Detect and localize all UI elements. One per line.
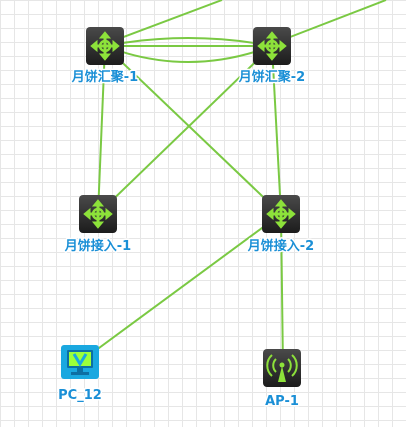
link-agg1-agg2-curve-2[interactable] — [104, 45, 273, 63]
node-label-agg1: 月饼汇聚-1 — [71, 69, 138, 85]
wireless-ap-icon — [266, 354, 298, 382]
node-label-acc1: 月饼接入-1 — [64, 238, 131, 254]
node-switch-acc2[interactable]: 月饼接入-2 — [245, 195, 316, 256]
node-switch-agg2[interactable]: 月饼汇聚-2 — [236, 27, 307, 87]
link-agg2-acc2[interactable] — [271, 45, 282, 215]
link-agg1-acc1[interactable] — [97, 45, 106, 215]
node-pc[interactable]: PC_12 — [57, 345, 103, 405]
node-label-acc2: 月饼接入-2 — [247, 238, 314, 254]
link-agg1-agg2-curve-1[interactable] — [104, 37, 273, 47]
link-acc2-pc[interactable] — [79, 213, 282, 363]
node-label-ap: AP-1 — [265, 394, 299, 409]
node-ap[interactable]: AP-1 — [263, 349, 301, 411]
monitor-icon — [67, 350, 93, 375]
node-label-pc: PC_12 — [58, 388, 102, 403]
link-agg2-acc1[interactable] — [97, 45, 273, 215]
links-layer — [79, 0, 387, 369]
link-agg1-acc2[interactable] — [104, 45, 282, 215]
link-agg1-offscreen[interactable] — [104, 0, 223, 45]
node-label-agg2: 月饼汇聚-2 — [238, 69, 305, 85]
node-switch-acc1[interactable]: 月饼接入-1 — [62, 195, 133, 256]
node-switch-agg1[interactable]: 月饼汇聚-1 — [69, 27, 140, 87]
link-acc2-ap[interactable] — [280, 213, 284, 369]
